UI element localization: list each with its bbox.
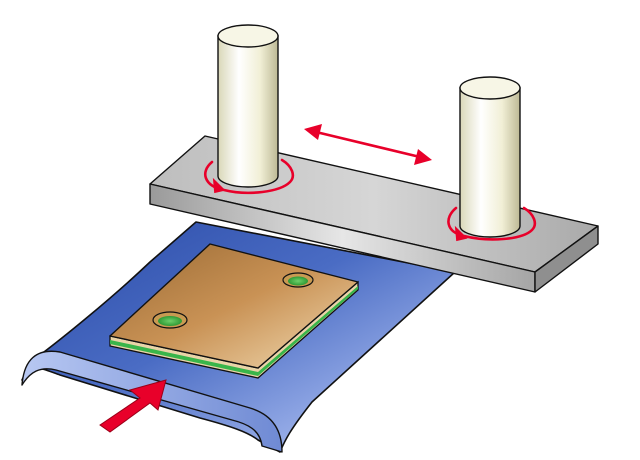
board-green-layer	[110, 286, 358, 376]
roller-spacing-arrow	[304, 124, 432, 165]
rotation-arrow-right	[447, 206, 537, 242]
roller-left	[217, 24, 279, 188]
plate-side	[534, 225, 599, 293]
board-hole-right	[282, 272, 314, 288]
rotation-arrow-left	[203, 158, 295, 195]
feed-direction-arrow	[99, 379, 167, 433]
circuit-board	[109, 243, 359, 379]
belt-front-curl	[21, 350, 283, 453]
roller-right	[459, 76, 521, 238]
board-hole-left	[152, 311, 188, 329]
